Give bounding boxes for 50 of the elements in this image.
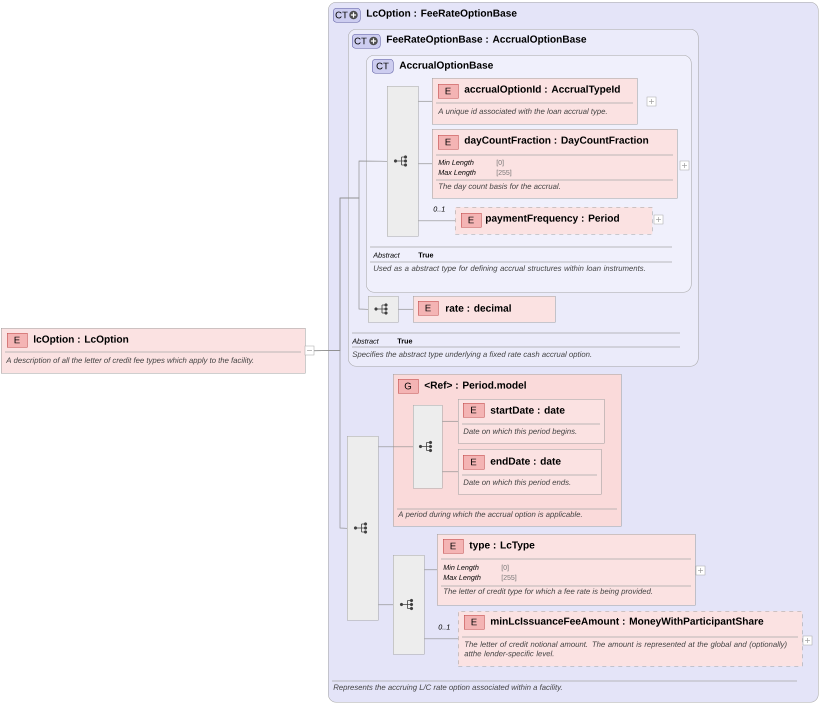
element-name: AccrualOptionBase — [400, 61, 493, 71]
element-box — [432, 78, 638, 125]
connector-line — [398, 308, 414, 310]
element-name: LcOption : FeeRateOptionBase — [366, 9, 517, 19]
type-badge: E — [7, 333, 28, 348]
connector-line — [418, 163, 432, 164]
optional-element-box — [434, 206, 653, 235]
element-name: type : LcType — [469, 541, 534, 551]
sequence-box — [387, 86, 419, 237]
type-badge: E — [463, 403, 485, 418]
connector-line — [378, 604, 394, 606]
element-name: lcOption : LcOption — [34, 335, 128, 345]
sequence-box — [368, 296, 399, 323]
element-name: accrualOptionId : AccrualTypeId — [464, 85, 620, 95]
type-badge: CT — [352, 34, 381, 49]
connector-line — [418, 100, 432, 102]
type-badge: E — [463, 455, 485, 470]
element-box — [458, 449, 602, 495]
type-badge: E — [461, 213, 482, 228]
connector-line — [418, 220, 456, 222]
connector-line — [442, 420, 458, 422]
type-badge: CT — [333, 8, 361, 23]
type-badge: CT — [372, 59, 394, 74]
sequence-box — [393, 555, 425, 655]
element-name: rate : decimal — [446, 304, 511, 312]
type-badge: E — [443, 539, 464, 554]
element-name: startDate : date — [490, 406, 565, 414]
element-name: paymentFrequency : Period — [486, 214, 619, 224]
connector-line — [424, 638, 458, 640]
sequence-box — [347, 436, 379, 621]
element-box — [437, 534, 696, 606]
element-name: FeeRateOptionBase : AccrualOptionBase — [386, 35, 586, 45]
element-box — [1, 328, 306, 374]
connector-line — [378, 446, 414, 448]
type-badge: E — [438, 84, 459, 99]
element-box — [458, 399, 605, 444]
type-badge: E — [438, 135, 459, 150]
sequence-box — [413, 405, 443, 489]
connector-line — [442, 471, 458, 472]
type-badge: G — [398, 379, 419, 394]
type-badge: E — [464, 615, 485, 630]
element-box — [413, 296, 556, 323]
element-name: dayCountFraction : DayCountFraction — [464, 136, 648, 146]
optional-element-box — [438, 611, 803, 667]
element-box — [432, 129, 678, 199]
type-badge: E — [418, 301, 439, 316]
connector-line — [424, 569, 438, 570]
element-name: endDate : date — [490, 457, 561, 465]
element-name: minLcIssuanceFeeAmount : MoneyWithParticipantShare — [490, 617, 764, 627]
element-name: <Ref> : Period.model — [424, 381, 526, 389]
